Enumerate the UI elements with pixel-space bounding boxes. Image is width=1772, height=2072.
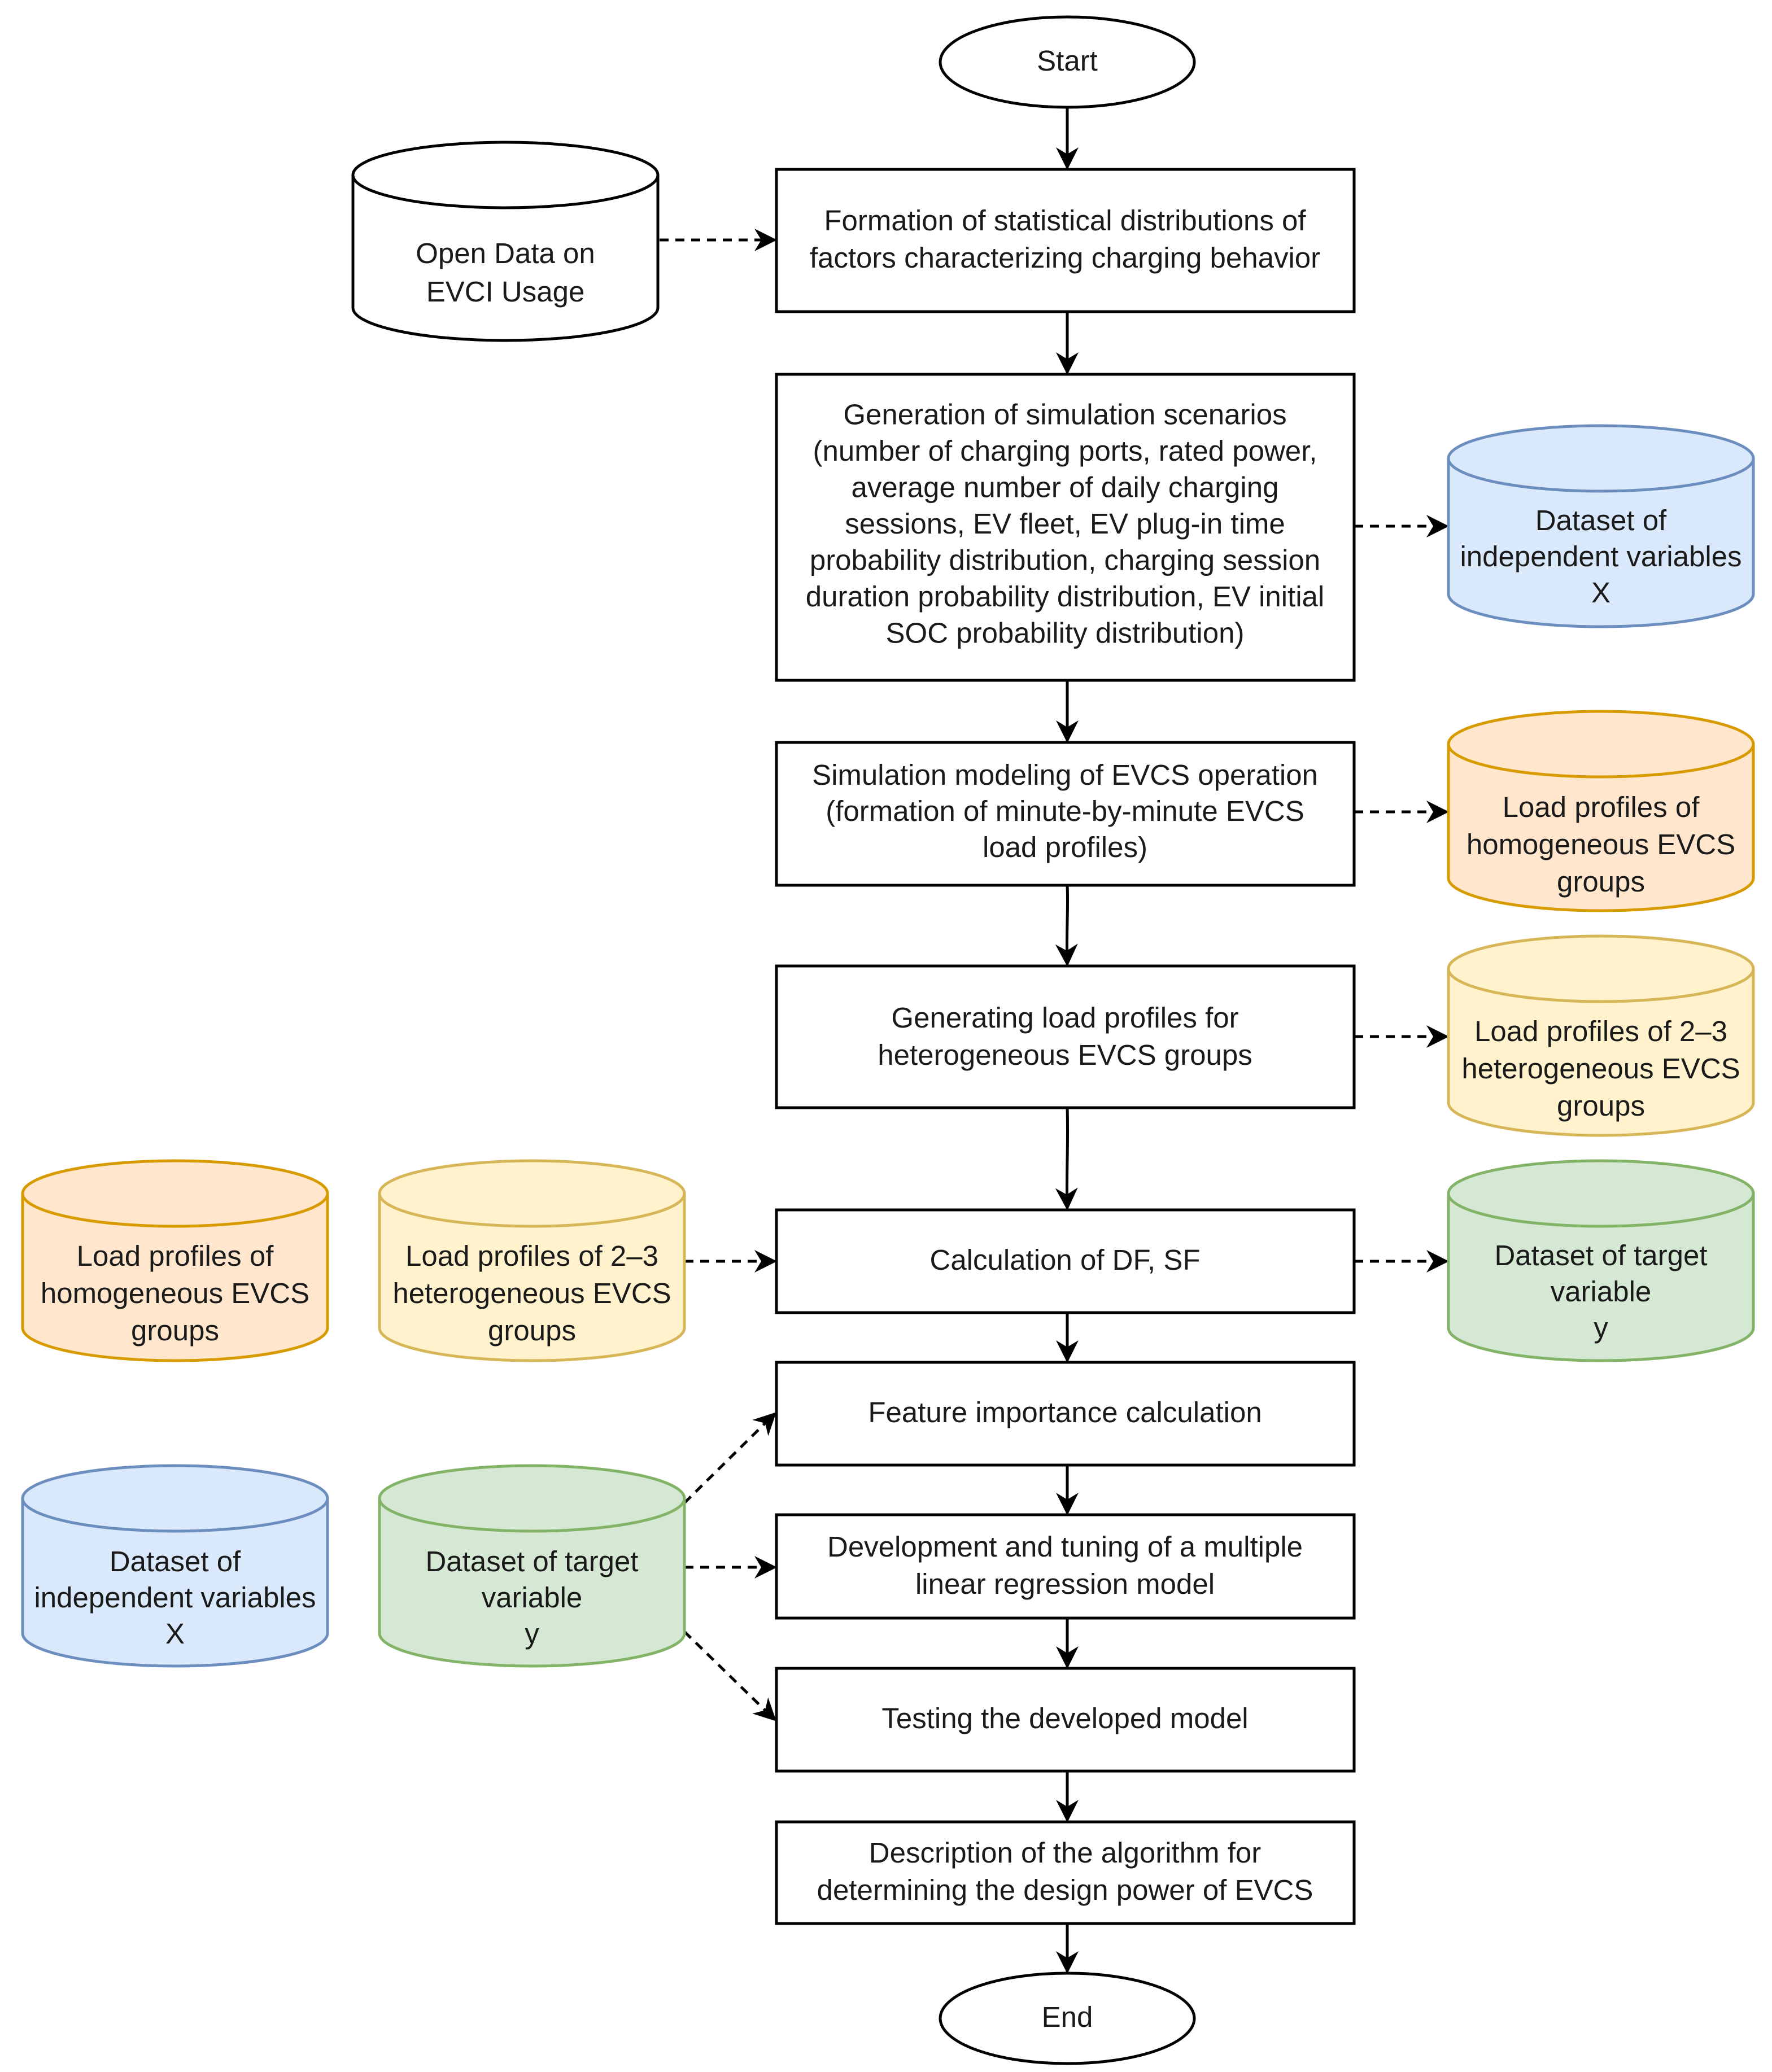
node-label-line: independent variables [1460, 540, 1742, 572]
node-label-line: y [525, 1618, 539, 1650]
datastore-homogeneous-profiles-left: Load profiles of homogeneous EVCS groups [21, 1159, 329, 1362]
node-label-line: factors characterizing charging behavior [810, 242, 1320, 274]
node-label: Dataset of target variable y [1494, 1239, 1707, 1344]
node-label-line: Start [1037, 45, 1098, 77]
node-label-line: groups [1557, 865, 1645, 898]
connectors [660, 107, 1449, 1974]
node-label: Description of the algorithm for determin… [817, 1837, 1313, 1906]
node-label-line: X [165, 1618, 185, 1650]
node-label-line: Dataset of target [1494, 1239, 1707, 1271]
node-label-line: groups [488, 1314, 576, 1347]
node-label: Open Data on EVCI Usage [416, 237, 595, 308]
node-label-line: linear regression model [915, 1568, 1215, 1600]
node-label: Generating load profiles for heterogeneou… [878, 1002, 1252, 1071]
node-label-line: Generation of simulation scenarios [843, 399, 1286, 431]
node-label-line: heterogeneous EVCS [1461, 1052, 1740, 1085]
node-label-line: heterogeneous EVCS [392, 1277, 671, 1309]
node-label: Dataset of target variable y [425, 1545, 638, 1650]
node-label-line: Open Data on [416, 237, 595, 269]
arrow-y-left-to-step6 [683, 1412, 776, 1504]
node-label: Load profiles of 2–3 heterogeneous EVCS gr… [1461, 1015, 1740, 1122]
arrow-y-left-to-step8 [683, 1631, 776, 1721]
node-label-line: variable [482, 1581, 583, 1614]
node-label: Feature importance calculation [868, 1396, 1262, 1428]
node-label: Generation of simulation scenarios (numbe… [806, 399, 1325, 649]
start-terminator: Start [939, 15, 1196, 109]
node-label-line: Development and tuning of a multiple [827, 1531, 1303, 1563]
node-label-line: (number of charging ports, rated power, [813, 435, 1317, 467]
process-step-simulation-scenarios: Generation of simulation scenarios (numbe… [775, 373, 1356, 682]
node-label-line: sessions, EV fleet, EV plug-in time [845, 508, 1285, 540]
node-label-line: (formation of minute-by-minute EVCS [826, 795, 1304, 827]
node-label: Development and tuning of a multiple line… [827, 1531, 1303, 1600]
node-label-line: Load profiles of [1503, 791, 1700, 823]
node-label-line: Load profiles of 2–3 [405, 1240, 658, 1272]
node-label-line: Description of the algorithm for [869, 1837, 1261, 1869]
datastore-open-data: Open Data on EVCI Usage [351, 141, 660, 342]
process-step-simulation-modeling: Simulation modeling of EVCS operation (fo… [775, 741, 1356, 887]
node-label-line: groups [131, 1314, 219, 1347]
process-step-testing-model: Testing the developed model [775, 1667, 1356, 1773]
node-label-line: homogeneous EVCS [1467, 828, 1735, 860]
node-label-line: EVCI Usage [426, 276, 585, 308]
node-label-line: Formation of statistical distributions o… [824, 204, 1306, 237]
process-step-regression-model: Development and tuning of a multiple line… [775, 1513, 1356, 1620]
node-label-line: duration probability distribution, EV in… [806, 580, 1325, 613]
node-label-line: groups [1557, 1090, 1645, 1122]
node-label: Load profiles of 2–3 heterogeneous EVCS gr… [392, 1240, 671, 1347]
process-step-calculation-df-sf: Calculation of DF, SF [775, 1208, 1356, 1314]
datastore-heterogeneous-profiles-left: Load profiles of 2–3 heterogeneous EVCS gr… [378, 1159, 686, 1362]
node-label: Formation of statistical distributions o… [810, 204, 1320, 274]
node-label-line: independent variables [34, 1581, 316, 1614]
process-step-algorithm-description: Description of the algorithm for determin… [775, 1820, 1356, 1925]
node-label: Testing the developed model [881, 1702, 1248, 1734]
node-label-line: Load profiles of 2–3 [1474, 1015, 1727, 1047]
process-step-heterogeneous-profiles: Generating load profiles for heterogeneou… [775, 964, 1356, 1109]
node-label-line: X [1591, 576, 1610, 609]
node-label: Load profiles of homogeneous EVCS groups [1467, 791, 1735, 898]
datastore-target-variable-right: Dataset of target variable y [1447, 1159, 1755, 1362]
node-label-line: Dataset of [1535, 504, 1667, 536]
node-label-line: End [1042, 2001, 1093, 2033]
node-label-line: Feature importance calculation [868, 1396, 1262, 1428]
node-label-line: variable [1551, 1275, 1652, 1308]
datastore-heterogeneous-profiles-right: Load profiles of 2–3 heterogeneous EVCS gr… [1447, 934, 1755, 1137]
node-label-line: Dataset of target [425, 1545, 638, 1577]
node-label: End [1042, 2001, 1093, 2033]
node-label-line: average number of daily charging [852, 471, 1279, 504]
node-label-line: load profiles) [983, 831, 1147, 863]
node-label-line: determining the design power of EVCS [817, 1874, 1313, 1906]
node-label-line: Dataset of [110, 1545, 241, 1577]
node-label: Start [1037, 45, 1098, 77]
node-label-line: homogeneous EVCS [41, 1277, 309, 1309]
datastore-target-variable-left: Dataset of target variable y [378, 1464, 686, 1668]
node-label-line: heterogeneous EVCS groups [878, 1039, 1252, 1071]
node-label-line: Simulation modeling of EVCS operation [812, 759, 1318, 791]
process-step-feature-importance: Feature importance calculation [775, 1361, 1356, 1467]
node-label-line: y [1594, 1312, 1608, 1344]
node-label-line: Calculation of DF, SF [929, 1244, 1200, 1276]
end-terminator: End [939, 1972, 1196, 2065]
node-label: Calculation of DF, SF [929, 1244, 1200, 1276]
node-label-line: Load profiles of [77, 1240, 274, 1272]
node-label: Load profiles of homogeneous EVCS groups [41, 1240, 309, 1347]
process-step-statistical-distributions: Formation of statistical distributions o… [775, 168, 1356, 313]
node-label-line: Testing the developed model [881, 1702, 1248, 1734]
datastore-homogeneous-profiles-right: Load profiles of homogeneous EVCS groups [1447, 710, 1755, 912]
node-label-line: Generating load profiles for [891, 1002, 1238, 1034]
node-label: Simulation modeling of EVCS operation (fo… [812, 759, 1318, 863]
node-label-line: SOC probability distribution) [886, 617, 1245, 649]
node-label-line: probability distribution, charging sessi… [810, 544, 1320, 576]
